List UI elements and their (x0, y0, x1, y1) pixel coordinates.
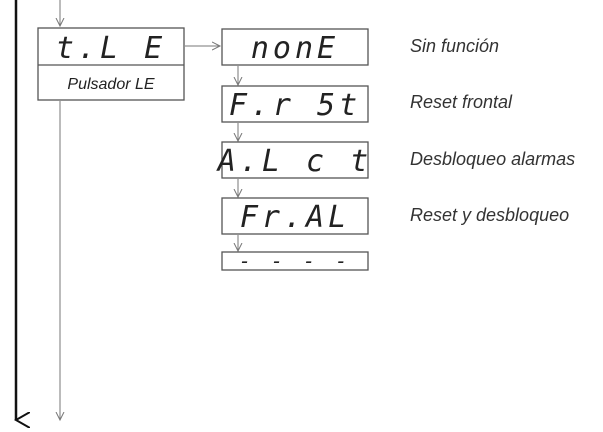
option-box-blank: - - - - (221, 249, 369, 273)
option-code-display: A.L c t (216, 144, 372, 179)
menu-code-display: t.L E (56, 31, 166, 66)
menu-box: t.L E Pulsador LE (37, 27, 185, 101)
menu-label: Pulsador LE (67, 76, 154, 93)
option-box-reset-unlock: Fr.AL (221, 197, 369, 235)
option-description: Reset y desbloqueo (410, 205, 569, 225)
option-description: Reset frontal (410, 92, 513, 112)
option-code-display: nonE (251, 31, 339, 66)
option-box-front-reset: F.r 5t (221, 85, 369, 123)
option-description: Sin función (410, 36, 499, 56)
option-box-alarm-unlock: A.L c t (216, 141, 372, 179)
option-description: Desbloqueo alarmas (410, 149, 575, 169)
option-code-display: Fr.AL (240, 200, 350, 235)
option-code-display: - - - - (239, 249, 351, 273)
option-code-display: F.r 5t (229, 88, 361, 123)
option-box-none: nonE (221, 28, 369, 66)
